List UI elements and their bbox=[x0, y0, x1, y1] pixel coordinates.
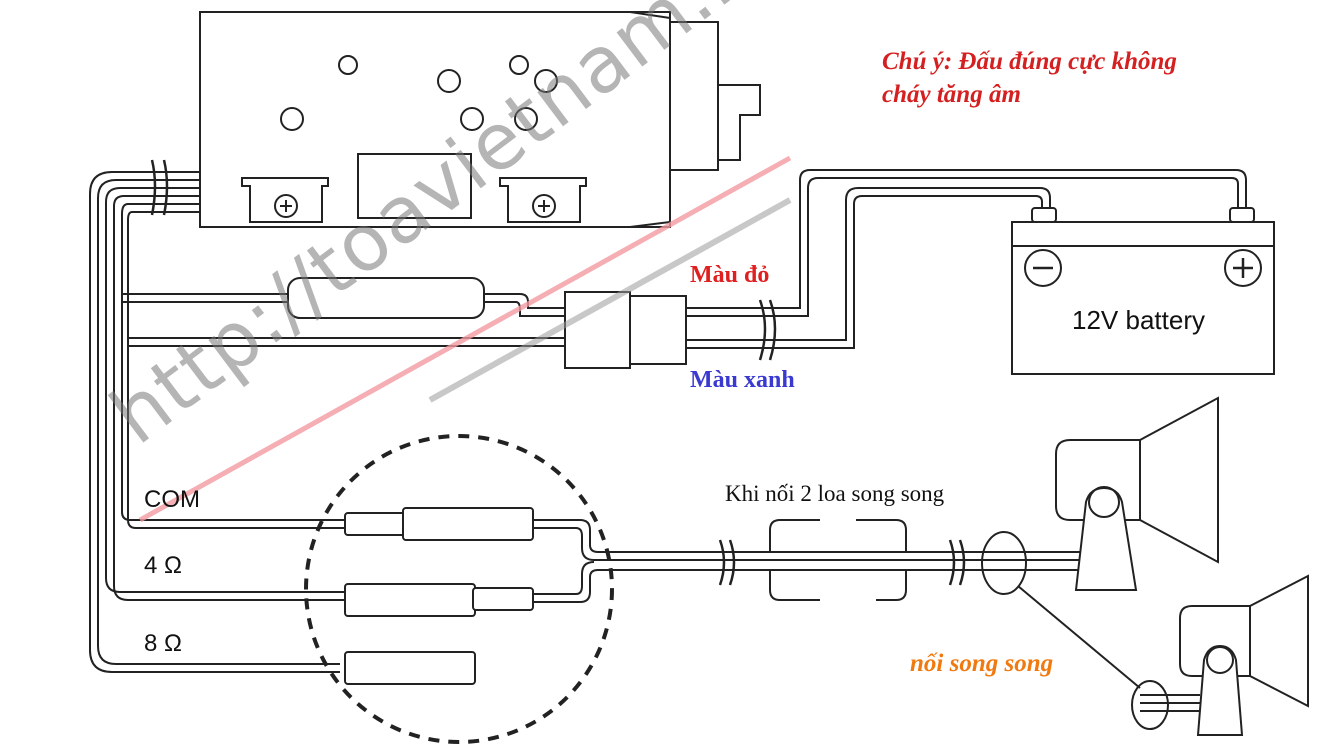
power-connector bbox=[564, 291, 687, 369]
battery-label: 12V battery bbox=[1072, 305, 1205, 335]
horn-speaker-2 bbox=[1140, 574, 1309, 736]
amplifier-unit bbox=[199, 11, 761, 228]
plug-highlight-circle bbox=[304, 434, 614, 744]
com-terminal-label: COM bbox=[144, 486, 200, 513]
warning-note: Chú ý: Đấu đúng cực không cháy tăng âm bbox=[882, 45, 1177, 111]
output-plugs bbox=[344, 507, 534, 685]
parallel-splice bbox=[769, 519, 907, 601]
warning-note-line1: Chú ý: Đấu đúng cực không bbox=[882, 48, 1177, 75]
horn-speaker-1 bbox=[1055, 396, 1219, 591]
amp-cable-bundle bbox=[89, 159, 565, 673]
fuse-holder bbox=[287, 277, 485, 319]
parallel-point-2 bbox=[1131, 680, 1169, 730]
blue-wire-label: Màu xanh bbox=[690, 367, 795, 393]
parallel-point-1 bbox=[981, 531, 1027, 595]
warning-note-line2: cháy tăng âm bbox=[882, 81, 1021, 108]
ohm8-terminal-label: 8 Ω bbox=[144, 630, 182, 657]
minus-terminal-icon bbox=[1024, 249, 1062, 287]
parallel-note: nối song song bbox=[910, 650, 1054, 677]
battery bbox=[1011, 207, 1275, 375]
red-wire-label: Màu đỏ bbox=[690, 262, 770, 288]
ohm4-terminal-label: 4 Ω bbox=[144, 552, 182, 579]
plus-terminal-icon bbox=[1224, 249, 1262, 287]
parallel-caption: Khi nối 2 loa song song bbox=[725, 481, 945, 506]
